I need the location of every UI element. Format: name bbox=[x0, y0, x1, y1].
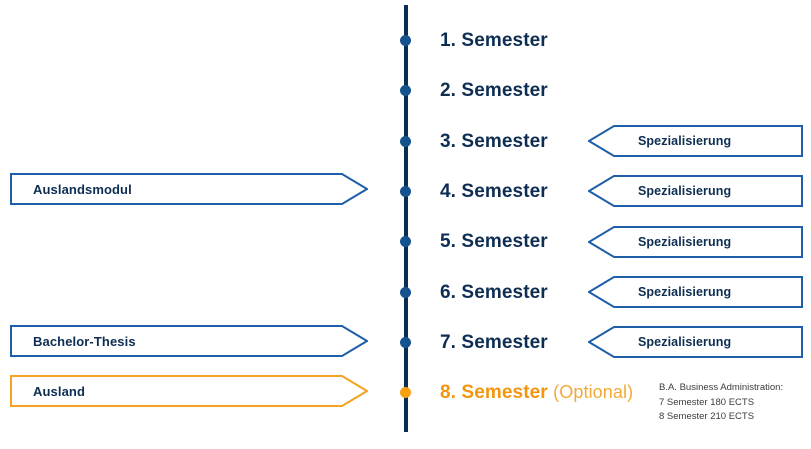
timeline-dot-semester-6 bbox=[400, 287, 411, 298]
timeline-dot-semester-8 bbox=[400, 387, 411, 398]
footnote-line-2: 7 Semester 180 ECTS bbox=[659, 396, 755, 408]
semester-label-text: 4. Semester bbox=[440, 181, 548, 202]
specialisation-label: Spezialisierung bbox=[638, 285, 732, 299]
footnote-line-1: B.A. Business Administration: bbox=[659, 382, 784, 393]
semester-label-3: 3. Semester bbox=[440, 132, 548, 151]
semester-label-text: 8. Semester bbox=[440, 382, 548, 403]
specialisation-arrow-box-2: Spezialisierung bbox=[588, 175, 803, 207]
semester-label-2: 2. Semester bbox=[440, 81, 548, 100]
footnote-block: B.A. Business Administration: 7 Semester… bbox=[659, 381, 783, 425]
semester-label-text: 6. Semester bbox=[440, 282, 548, 303]
specialisation-label: Spezialisierung bbox=[638, 184, 732, 198]
semester-label-text: 3. Semester bbox=[440, 131, 548, 152]
specialisation-label: Spezialisierung bbox=[638, 335, 732, 349]
timeline-axis bbox=[404, 5, 408, 432]
timeline-dot-semester-4 bbox=[400, 186, 411, 197]
arrow-shape-right-pointing bbox=[10, 173, 368, 205]
specialisation-arrow-box-5: Spezialisierung bbox=[588, 326, 803, 358]
specialisation-arrow-box-1: Spezialisierung bbox=[588, 125, 803, 157]
specialisation-label: Spezialisierung bbox=[638, 134, 732, 148]
semester-label-1: 1. Semester bbox=[440, 31, 548, 50]
specialisation-arrow-box-3: Spezialisierung bbox=[588, 226, 803, 258]
semester-label-8: 8. Semester (Optional) bbox=[440, 383, 633, 402]
timeline-dot-semester-2 bbox=[400, 85, 411, 96]
timeline-dot-semester-1 bbox=[400, 35, 411, 46]
left-arrow-box-label: Auslandsmodul bbox=[33, 181, 132, 197]
arrow-shape-right-pointing bbox=[10, 325, 368, 357]
arrow-shape-left-pointing bbox=[588, 326, 803, 358]
semester-label-text: 5. Semester bbox=[440, 231, 548, 252]
semester-label-4: 4. Semester bbox=[440, 182, 548, 201]
semester-label-6: 6. Semester bbox=[440, 283, 548, 302]
semester-label-5: 5. Semester bbox=[440, 232, 548, 251]
semester-optional-suffix: (Optional) bbox=[553, 382, 634, 402]
timeline-dot-semester-3 bbox=[400, 136, 411, 147]
arrow-shape-left-pointing bbox=[588, 226, 803, 258]
semester-label-7: 7. Semester bbox=[440, 333, 548, 352]
left-arrow-box-bachelor-thesis: Bachelor-Thesis bbox=[10, 325, 368, 357]
semester-label-text: 7. Semester bbox=[440, 332, 548, 353]
footnote-line-3: 8 Semester 210 ECTS bbox=[659, 411, 755, 423]
left-arrow-box-auslandsmodul: Auslandsmodul bbox=[10, 173, 368, 205]
arrow-shape-left-pointing bbox=[588, 276, 803, 308]
semester-label-text: 2. Semester bbox=[440, 80, 548, 101]
left-arrow-box-label: Ausland bbox=[33, 383, 85, 399]
semester-label-text: 1. Semester bbox=[440, 30, 548, 51]
arrow-shape-right-pointing bbox=[10, 375, 368, 407]
timeline-dot-semester-5 bbox=[400, 236, 411, 247]
specialisation-arrow-box-4: Spezialisierung bbox=[588, 276, 803, 308]
left-arrow-box-ausland: Ausland bbox=[10, 375, 368, 407]
arrow-shape-left-pointing bbox=[588, 125, 803, 157]
specialisation-label: Spezialisierung bbox=[638, 235, 732, 249]
timeline-dot-semester-7 bbox=[400, 337, 411, 348]
left-arrow-box-label: Bachelor-Thesis bbox=[33, 333, 136, 349]
arrow-shape-left-pointing bbox=[588, 175, 803, 207]
